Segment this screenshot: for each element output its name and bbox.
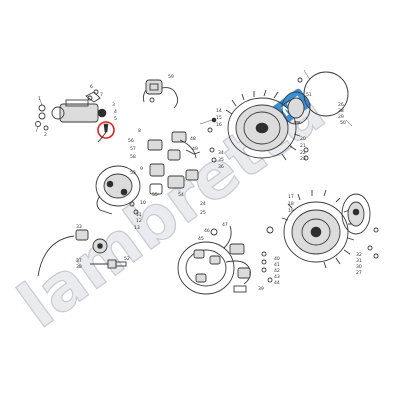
callout-label: 8 [138, 128, 141, 134]
callout-label: 16 [216, 122, 222, 128]
callout-label: 40 [274, 256, 280, 262]
callout-label: 11 [136, 212, 142, 218]
callout-label: 12 [136, 218, 142, 224]
callout-label: 37 [76, 258, 82, 264]
stator-plate-right [341, 193, 379, 259]
callout-label: 59 [168, 74, 174, 80]
callout-label: 13 [134, 225, 140, 231]
callout-label: 4 [114, 109, 117, 115]
callout-label: 10 [140, 200, 146, 206]
callout-label: 35 [218, 157, 224, 163]
callout-label: 20 [300, 136, 306, 142]
callout-label: 34 [218, 150, 224, 156]
callout-label: 19 [288, 208, 294, 214]
callout-label: 22 [300, 150, 306, 156]
regulator-group [142, 79, 179, 109]
callout-label: 29 [338, 114, 344, 120]
callout-label: 3 [112, 102, 115, 108]
callout-label: 39 [258, 286, 264, 292]
stator-plate-upper [281, 69, 353, 161]
callout-label: 50 [340, 120, 346, 126]
callout-label: 42 [274, 268, 280, 274]
callout-label: 18 [288, 201, 294, 207]
callout-label: 33 [76, 224, 82, 230]
callout-label: 44 [274, 280, 280, 286]
callout-label: 41 [274, 262, 280, 268]
callout-label: 30 [356, 264, 362, 270]
callout-label: 2 [44, 132, 47, 138]
callout-label: 36 [218, 164, 224, 170]
callout-label: 25 [200, 210, 206, 216]
callout-label: 54 [178, 192, 184, 198]
callout-label: 57 [130, 146, 136, 152]
callout-label: 46 [204, 228, 210, 234]
callout-label: 1 [38, 96, 41, 102]
callout-label: 43 [274, 274, 280, 280]
callout-label: 52 [124, 256, 130, 262]
callout-label: 48 [190, 136, 196, 142]
callout-label: 47 [222, 222, 228, 228]
flywheel-upper [225, 89, 301, 161]
callout-label: 53 [130, 170, 136, 176]
stator-plate-lower [177, 225, 251, 295]
callout-label: 55 [152, 192, 158, 198]
callout-label: 38 [76, 264, 82, 270]
callout-label: 45 [198, 236, 204, 242]
callout-label: 6 [90, 84, 93, 90]
callout-label: 7 [100, 92, 103, 98]
flywheel-lower [281, 189, 355, 269]
callout-label: 56 [128, 138, 134, 144]
callout-label: 15 [216, 115, 222, 121]
callout-label: 5 [114, 116, 117, 122]
ht-lead-spark-plug [37, 229, 127, 277]
callout-label: 17 [288, 194, 294, 200]
callout-label: 14 [216, 108, 222, 114]
callout-label: 32 [356, 252, 362, 258]
highlighted-ignition-lead [97, 121, 115, 143]
callout-label: 21 [300, 143, 306, 149]
callout-label: 58 [130, 154, 136, 160]
callout-label: 49 [192, 146, 198, 152]
callout-label: 9 [140, 166, 143, 172]
callout-label: 28 [338, 108, 344, 114]
callout-label: 23 [300, 156, 306, 162]
callout-label: 24 [200, 201, 206, 207]
callout-label: 31 [356, 258, 362, 264]
callout-labels: 1 2 3 4 5 6 7 8 9 10 11 12 13 14 15 16 1… [38, 74, 362, 292]
callout-label: 51 [306, 92, 312, 98]
starter-motor-group [35, 89, 107, 133]
small-hardware [261, 226, 274, 283]
callout-label: 27 [356, 270, 362, 276]
coil-cluster [147, 117, 217, 195]
callout-label: 26 [338, 102, 344, 108]
ignition-points-assembly [95, 165, 141, 215]
